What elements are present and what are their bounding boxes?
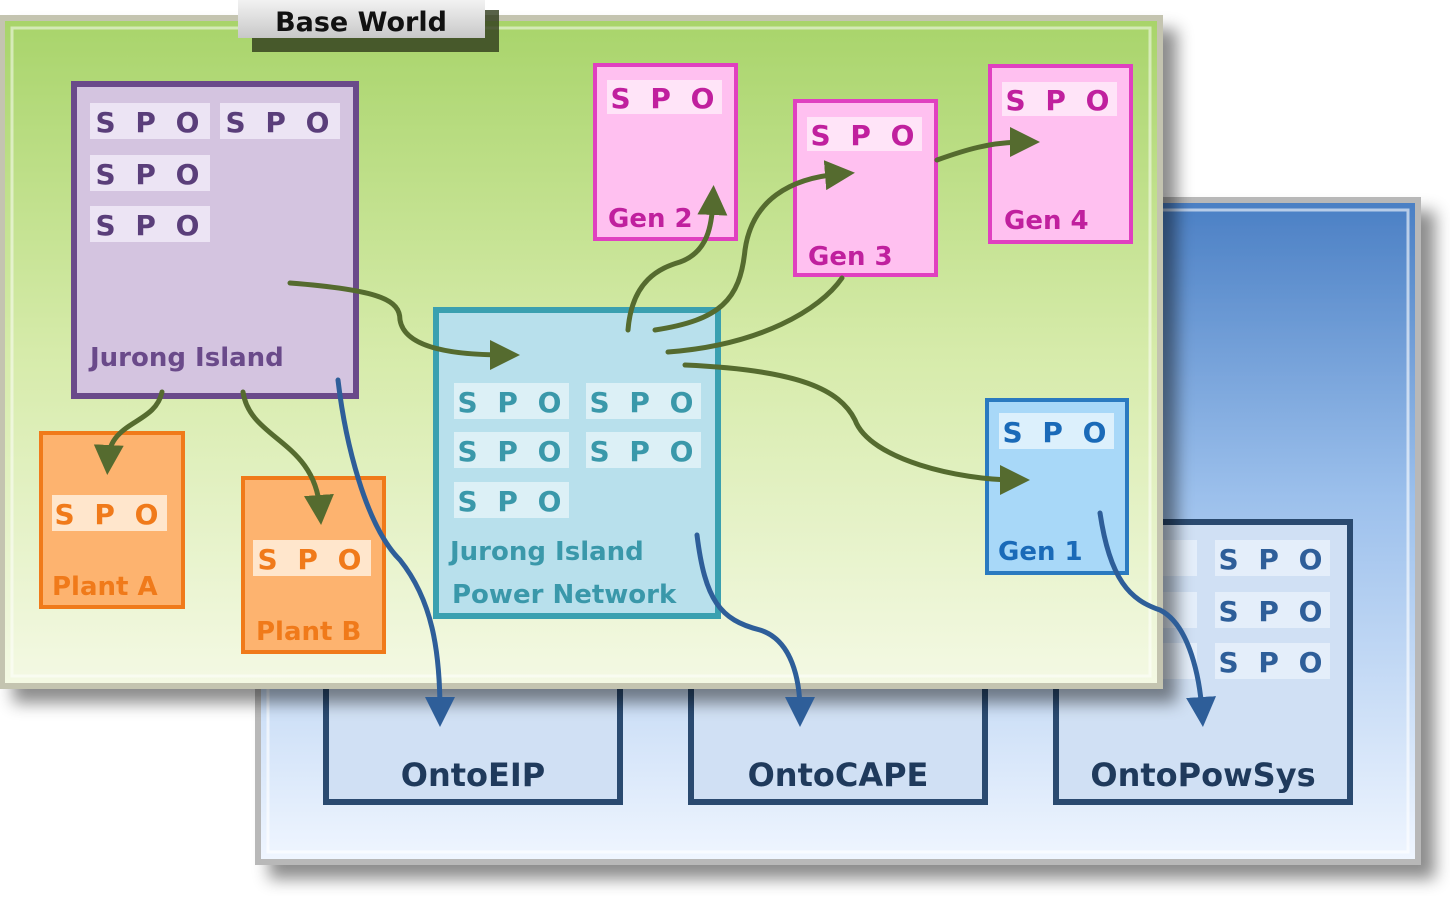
spo-triple: S P O [811,119,920,152]
arrow-gen1-to-ontopowsys [1097,510,1217,727]
arrow-jurong-to-power-network [287,280,520,370]
arrow-power-network-to-gen2 [625,185,728,333]
spo-triple: S P O [1219,543,1328,576]
node-label: Plant A [52,572,158,602]
arrow-jurong-to-plant-b [240,389,334,525]
arrow-jurong-to-ontoeip [335,377,455,727]
spo-triple: S P O [590,386,699,419]
arrow-power-network-to-gen1 [682,362,1030,495]
arrow-power-network-to-ontocape [694,532,815,727]
node-power-network: S P O S P O S P O S P O S P O Jurong Isl… [433,307,721,619]
base-world-tab: Base World [238,0,499,52]
node-label: Jurong Island [88,343,284,373]
ontology-label: OntoEIP [401,756,545,794]
arrow-power-network-to-gen3 [652,160,855,333]
spo-triple: S P O [55,498,164,531]
ontology-box-ontopowsys: S P O S P O S P O OntoPowSys [1053,519,1353,805]
node-label: Jurong Island [448,537,644,567]
node-gen4: S P O Gen 4 [988,64,1133,244]
spo-triple: S P O [458,386,567,419]
spo-triple: S P O [590,435,699,468]
node-label: Plant B [256,617,361,647]
spo-triple: S P O [1006,84,1115,117]
spo-triple: S P O [611,82,720,115]
ontology-label: OntoPowSys [1090,756,1315,794]
spo-triple: S P O [1003,416,1112,449]
node-label: Gen 1 [998,537,1083,567]
node-label: Gen 4 [1004,206,1089,236]
spo-triple: S P O [1219,595,1328,628]
node-gen3: S P O Gen 3 [793,99,938,277]
arrow-gen3-to-gen4 [934,127,1040,163]
node-label: Gen 2 [608,204,693,234]
spo-triple: S P O [258,543,367,576]
link-gen3-to-power-network [665,275,845,355]
spo-triple: S P O [96,209,205,242]
spo-triple: S P O [226,106,335,139]
node-jurong-island: S P O S P O S P O S P O Jurong Island [71,81,359,399]
node-gen1: S P O Gen 1 [985,398,1129,575]
spo-triple: S P O [96,106,205,139]
arrow-jurong-to-plant-a [93,389,165,475]
spo-triple: S P O [458,435,567,468]
spo-triple: S P O [1219,646,1328,679]
node-label: Power Network [452,580,677,610]
spo-triple: S P O [458,485,567,518]
base-world-title: Base World [275,7,447,38]
ontology-label: OntoCAPE [748,756,929,794]
spo-triple: S P O [96,158,205,191]
node-label: Gen 3 [808,242,893,272]
node-plant-b: S P O Plant B [241,476,386,654]
node-plant-a: S P O Plant A [39,431,185,609]
node-gen2: S P O Gen 2 [593,63,738,241]
